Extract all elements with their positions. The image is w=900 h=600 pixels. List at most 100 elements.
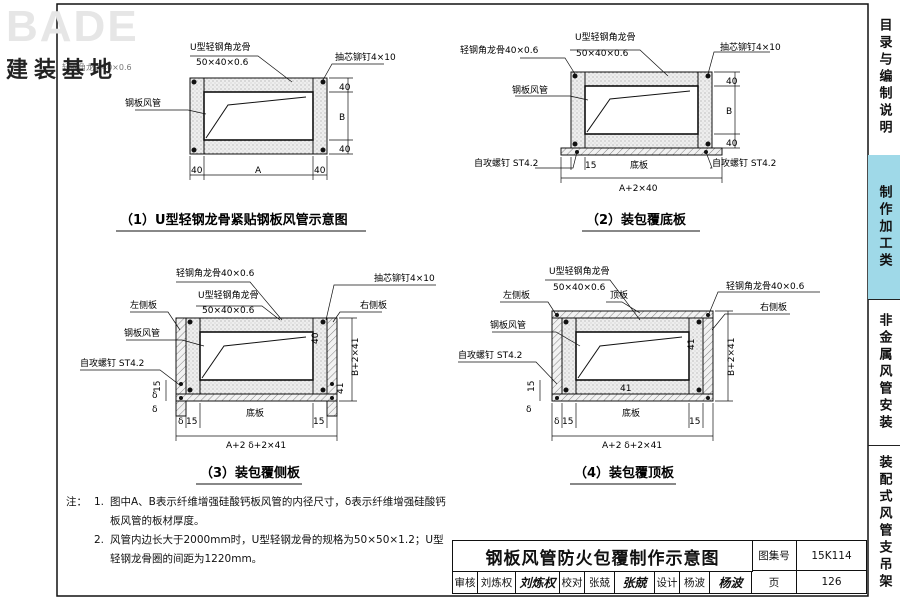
note-2: 2. 风管内边长大于2000mm时，U型轻钢龙骨的规格为50×50×1.2；U型…: [66, 531, 446, 569]
note-1-num: 1.: [94, 496, 105, 508]
fig3-duct-seam: [201, 336, 307, 379]
page-label: 页: [752, 571, 797, 593]
fig4-dim-41-right: 41: [687, 339, 697, 350]
fig4-right-side: [702, 317, 714, 399]
fig1-label-steel-duct: 钢板风管: [125, 97, 161, 109]
fig1-label-keel-small: 轻钢角龙骨40×0.6: [62, 62, 132, 72]
fig4-dim-15-left: 15: [562, 417, 573, 427]
fig1-bottom-board: [189, 139, 328, 155]
fig3-dim-15-left: 15: [186, 417, 197, 427]
reviewer-name: 刘炼权: [478, 571, 516, 593]
fig3-steel-duct: [199, 331, 314, 381]
fig2-bottom-board: [570, 133, 713, 149]
fig3-dim-delta-side2: δ: [152, 391, 158, 401]
design-label: 设计: [655, 571, 680, 593]
designer-name: 杨波: [680, 571, 710, 593]
fig1-corner-rivets: [191, 79, 326, 153]
check-label: 校对: [560, 571, 585, 593]
fig4-steel-duct: [575, 331, 690, 381]
fig1-label-u-keel-size: 50×40×0.6: [196, 58, 249, 68]
fig1-left-board: [189, 77, 205, 155]
fig1-steel-duct: [203, 91, 314, 141]
fig3-dim-40: 40: [311, 332, 321, 344]
fig4-label-u-keel-size: 50×40×0.6: [553, 283, 606, 293]
fig1-dim-40-right: 40: [314, 166, 326, 176]
fig2-dim-b: B: [726, 107, 732, 117]
fig2-left-board: [570, 71, 586, 149]
sidebar-item-fabrication[interactable]: 制作加工类: [868, 155, 900, 300]
fig4-leader-lines: [458, 279, 820, 385]
fig4-dim-15-side: 15: [527, 381, 537, 392]
note-1-text: 图中A、B表示纤维增强硅酸钙板风管的内径尺寸，δ表示纤维增强硅酸钙板风管的板材厚…: [110, 496, 446, 527]
notes-block: 注： 1. 图中A、B表示纤维增强硅酸钙板风管的内径尺寸，δ表示纤维增强硅酸钙板…: [66, 493, 446, 569]
sidebar-item-nonmetal-duct[interactable]: 非金属风管安装: [868, 299, 900, 446]
fig3-label-left-side: 左侧板: [130, 299, 157, 311]
fig2-right-board: [697, 71, 713, 149]
drawing-title: 钢板风管防火包覆制作示意图: [453, 541, 753, 572]
note-1: 注： 1. 图中A、B表示纤维增强硅酸钙板风管的内径尺寸，δ表示纤维增强硅酸钙板…: [66, 493, 446, 531]
fig2-dimension-lines: [560, 71, 740, 183]
fig4-bottom-board: [561, 379, 704, 395]
fig3-dim-15-right: 15: [313, 417, 324, 427]
atlas-label: 图集号: [752, 541, 797, 571]
fig4-top-plate: [551, 310, 714, 319]
fig4-right-board: [688, 317, 704, 395]
fig2-label-screw-right: 自攻螺钉 ST4.2: [712, 157, 776, 169]
review-label: 审核: [453, 571, 478, 593]
fig1-label-u-keel: U型轻钢角龙骨: [190, 41, 251, 53]
fig2-leader-lines: [515, 49, 770, 169]
fig4-duct-seam: [577, 336, 683, 379]
fig1-leader-lines: [135, 55, 384, 115]
fig4-top-board: [561, 317, 704, 333]
fig3-dim-ad: A+2 δ+2×41: [226, 441, 286, 451]
fig4-left-side: [551, 317, 563, 399]
fig2-label-rivet: 抽芯铆钉4×10: [720, 41, 781, 53]
fig3-bottom-plate: [175, 393, 338, 402]
bade-logo: BADE 建装基地: [6, 2, 176, 83]
fig3-label-steel-duct: 钢板风管: [124, 327, 160, 339]
fig1-dim-40-bottom: 40: [339, 145, 351, 155]
fig3-label-right-side: 右侧板: [360, 299, 387, 311]
fig1-caption: （1）U型轻钢龙骨紧贴钢板风管示意图: [120, 212, 348, 228]
note-2-num: 2.: [94, 534, 105, 546]
fig4-dim-b41: B+2×41: [727, 338, 737, 376]
fig4-label-bottom: 底板: [622, 407, 640, 419]
fig1-dim-40-top: 40: [339, 83, 351, 93]
fig3-caption: （3）装包覆侧板: [200, 465, 301, 481]
figure-4: 15 15 δ A+2 δ+2×41 B+2×41 41 41 15 δ U型轻…: [458, 265, 820, 485]
fig3-dimension-lines: [165, 317, 357, 441]
fig2-bottom-plate: [560, 147, 723, 156]
fig2-label-u-keel: U型轻钢角龙骨: [575, 31, 636, 43]
logo-text: BADE: [6, 2, 139, 51]
fig1-label-rivet: 抽芯铆钉4×10: [335, 51, 396, 63]
page-number: 126: [821, 576, 842, 588]
fig3-dim-delta-bottom: δ: [178, 417, 184, 427]
sidebar-item-hanger[interactable]: 装配式风管支吊架: [876, 454, 892, 591]
fig1-right-board: [312, 77, 328, 155]
reviewer-signature: 刘炼权: [516, 571, 560, 593]
fig2-label-screw-left: 自攻螺钉 ST4.2: [474, 157, 538, 169]
fig2-caption: （2）装包覆底板: [586, 212, 687, 228]
fig2-dim-40-top: 40: [726, 77, 738, 87]
sidebar-item-contents[interactable]: 目录与编制说明: [868, 0, 900, 156]
fig4-dim-delta-side: δ: [526, 405, 532, 415]
fig2-label-steel-duct: 钢板风管: [512, 84, 548, 96]
fig4-dim-15-right: 15: [689, 417, 700, 427]
fig4-dim-delta-bottom: δ: [554, 417, 560, 427]
fig4-label-steel-duct: 钢板风管: [490, 319, 526, 331]
fig2-dim-15: 15: [585, 161, 596, 171]
fig1-dim-40-left: 40: [191, 166, 203, 176]
fig2-label-bottom: 底板: [630, 159, 648, 171]
fig4-label-keel-small: 轻钢角龙骨40×0.6: [726, 280, 805, 292]
fig3-bottom-board: [185, 379, 328, 395]
fig1-dim-b: B: [339, 113, 345, 123]
fig2-duct-seam: [586, 90, 691, 133]
fig3-dim-41: 41: [336, 383, 346, 394]
checker-signature: 张兢: [615, 571, 655, 593]
fig1-duct-seam: [205, 96, 307, 139]
fig3-label-keel-small: 轻钢角龙骨40×0.6: [176, 267, 255, 279]
fig3-leader-lines: [80, 281, 436, 387]
fig4-label-left-side: 左侧板: [503, 289, 530, 301]
figure-1: 40 A 40 40 B 40 U型轻钢角龙骨 50×40×0.6 抽芯铆钉4×…: [62, 41, 396, 232]
